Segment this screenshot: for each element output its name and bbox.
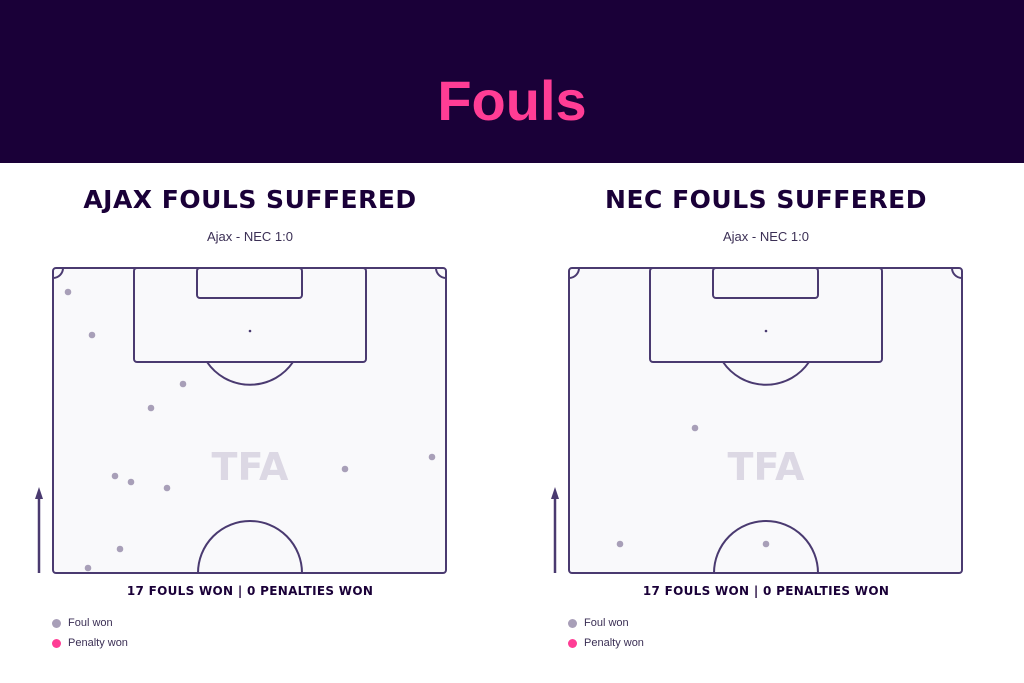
pitch-outline (568, 267, 963, 574)
penalty-spot (248, 329, 252, 333)
foul-won-markers (616, 424, 770, 548)
corner-arc-left (52, 267, 64, 279)
panel-nec: NEC FOULS SUFFERED Ajax - NEC 1:0 TFA 17… (516, 163, 1024, 683)
center-circle (197, 520, 303, 574)
foul-won-dot-icon (568, 618, 577, 628)
corner-arc-right (435, 267, 447, 279)
page-title: Fouls (437, 69, 587, 132)
penalty-arc (722, 361, 810, 386)
legend-label: Foul won (584, 617, 629, 629)
legend-item-penalty-won: Penalty won (52, 633, 128, 653)
six-yard-box (712, 267, 819, 299)
corner-arc-right (951, 267, 963, 279)
six-yard-box (196, 267, 303, 299)
watermark: TFA (212, 445, 290, 489)
legend-label: Penalty won (584, 637, 644, 649)
legend-label: Penalty won (68, 637, 128, 649)
direction-arrow (35, 487, 43, 573)
legend-label: Foul won (68, 617, 113, 629)
penalty-won-dot-icon (568, 638, 577, 648)
panel-ajax: AJAX FOULS SUFFERED Ajax - NEC 1:0 TFA (0, 163, 512, 683)
page-header: Fouls (0, 0, 1024, 163)
legend-item-penalty-won: Penalty won (568, 633, 644, 653)
legend-item-foul-won: Foul won (52, 613, 128, 633)
penalty-spot (764, 329, 768, 333)
penalty-arc (206, 361, 294, 386)
legend-item-foul-won: Foul won (568, 613, 644, 633)
pitch-map: TFA (35, 267, 447, 574)
center-circle (713, 520, 819, 574)
penalty-won-dot-icon (52, 638, 61, 648)
corner-arc-left (568, 267, 580, 279)
pitch-map: TFA (551, 267, 963, 574)
summary-stats: 17 FOULS WON | 0 PENALTIES WON (642, 584, 890, 598)
direction-arrow (551, 487, 559, 573)
watermark: TFA (728, 445, 806, 489)
panel-subtitle: Ajax - NEC 1:0 (207, 229, 293, 244)
legend: Foul won Penalty won (568, 613, 644, 653)
foul-won-dot-icon (52, 618, 61, 628)
foul-won-markers (64, 288, 436, 572)
panel-title: AJAX FOULS SUFFERED (83, 185, 417, 214)
summary-stats: 17 FOULS WON | 0 PENALTIES WON (126, 584, 374, 598)
panel-subtitle: Ajax - NEC 1:0 (723, 229, 809, 244)
pitch-outline (52, 267, 447, 574)
legend: Foul won Penalty won (52, 613, 128, 653)
panel-title: NEC FOULS SUFFERED (605, 185, 927, 214)
